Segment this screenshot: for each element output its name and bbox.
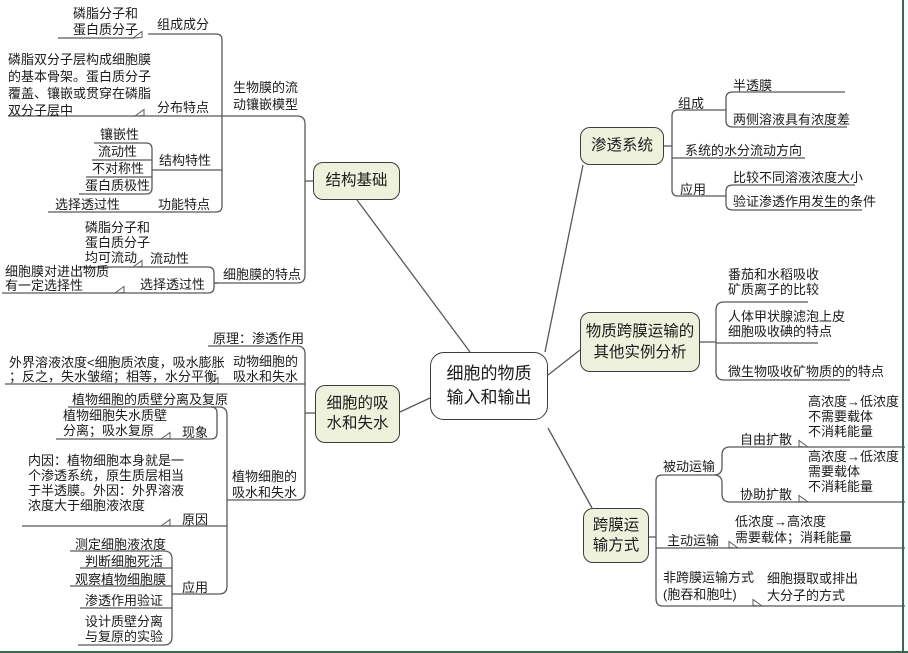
topic-selectivity-label[interactable]: 选择透过性 [140, 277, 206, 292]
leaf-plasmolysis-reason[interactable]: 内因：植物细胞本身就是一 个渗透系统，原生质层相当 于半透膜。外因：外界溶液 浓… [28, 453, 185, 513]
leaf-semipermeable-membrane[interactable]: 半透膜 [733, 78, 773, 93]
topic-water-flow-direction[interactable]: 系统的水分流动方向 [685, 143, 803, 158]
leaf-phospholipid-protein[interactable]: 磷脂分子和 蛋白质分子 [73, 6, 139, 37]
junction-arrow-icons [113, 30, 810, 607]
leaf-verify-osmosis-conditions[interactable]: 验证渗透作用发生的条件 [733, 194, 877, 209]
topic-animal-cell-water[interactable]: 动物细胞的 吸水和失水 [233, 354, 299, 384]
leaf-design-experiment[interactable]: 设计质壁分离 与复原的实验 [85, 614, 164, 644]
leaf-measure-sap-concentration[interactable]: 测定细胞液浓度 [75, 537, 167, 552]
topic-phenomenon-label[interactable]: 现象 [182, 425, 209, 440]
page-border-right [902, 0, 904, 653]
leaf-thyroid-iodine[interactable]: 人体甲状腺滤泡上皮 细胞吸收碘的特点 [728, 309, 846, 339]
leaf-compare-concentrations[interactable]: 比较不同溶液浓度大小 [733, 170, 864, 185]
central-topic[interactable]: 细胞的物质 输入和输出 [430, 352, 548, 420]
leaf-selective-permeability[interactable]: 选择透过性 [55, 197, 121, 212]
topic-facilitated-diffusion[interactable]: 协助扩散 [740, 487, 793, 502]
leaf-facilitated-diffusion-traits[interactable]: 高浓度→低浓度 需要载体 不消耗能量 [808, 449, 900, 494]
branch-transport-modes[interactable]: 跨膜运 输方式 [583, 508, 649, 563]
leaf-protein-polarity[interactable]: 蛋白质极性 [85, 178, 151, 193]
branch-water-absorption[interactable]: 细胞的吸 水和失水 [315, 385, 400, 443]
edge-center-transport [547, 427, 593, 509]
leaf-mosaic-property[interactable]: 镶嵌性 [100, 127, 140, 142]
leaf-free-diffusion-traits[interactable]: 高浓度→低浓度 不需要载体 不消耗能量 [808, 394, 900, 439]
topic-osmosis-composition[interactable]: 组成 [678, 96, 705, 111]
topic-fluid-mosaic-model[interactable]: 生物膜的流 动镶嵌模型 [233, 80, 299, 112]
branch-transmembrane-examples[interactable]: 物质跨膜运输的 其他实例分析 [580, 312, 700, 372]
leaf-fluid-property[interactable]: 流动性 [98, 144, 138, 159]
leaf-macromolecule-uptake[interactable]: 细胞摄取或排出 大分子的方式 [767, 571, 859, 603]
topic-osmosis-application[interactable]: 应用 [680, 182, 707, 197]
topic-composition-label[interactable]: 组成成分 [157, 17, 210, 32]
topic-plant-application-label[interactable]: 应用 [182, 580, 209, 595]
leaf-membrane-selectivity[interactable]: 细胞膜对进出物质 有一定选择性 [5, 264, 110, 293]
topic-non-membrane-transport[interactable]: 非跨膜运输方式 (胞吞和胞吐) [663, 570, 755, 602]
leaf-microbe-minerals[interactable]: 微生物吸收矿物质的的特点 [728, 364, 885, 379]
topic-plasmolysis-recovery[interactable]: 植物细胞的质壁分离及复原 [72, 392, 229, 407]
topic-plant-cell-water[interactable]: 植物细胞的 吸水和失水 [232, 469, 298, 500]
leaf-active-transport-traits[interactable]: 低浓度→高浓度 需要载体；消耗能量 [735, 514, 853, 545]
edge-center-water [399, 397, 431, 413]
topic-structural-traits-label[interactable]: 结构特性 [159, 153, 212, 168]
leaf-judge-cell-alive[interactable]: 判断细胞死活 [85, 554, 164, 569]
leaf-verify-osmosis[interactable]: 渗透作用验证 [85, 593, 164, 608]
leaf-plasmolysis-phenomenon[interactable]: 植物细胞失水质壁 分离；吸水复原 [63, 408, 168, 438]
leaf-molecules-can-flow[interactable]: 磷脂分子和 蛋白质分子 均可流动 [85, 220, 151, 265]
edge-center-examples [547, 349, 581, 376]
topic-passive-transport[interactable]: 被动运输 [663, 459, 716, 474]
leaf-asymmetry-property[interactable]: 不对称性 [92, 161, 145, 176]
topic-membrane-traits[interactable]: 细胞膜的特点 [223, 267, 302, 282]
topic-reason-label[interactable]: 原因 [182, 512, 209, 527]
leaf-tomato-rice-comparison[interactable]: 番茄和水稻吸收 矿质离子的比较 [728, 267, 820, 297]
page-border-bottom [0, 651, 908, 653]
topic-functional-traits-label[interactable]: 功能特点 [158, 197, 211, 212]
edge-center-osmosis [544, 164, 584, 353]
leaf-concentration-difference[interactable]: 两侧溶液具有浓度差 [733, 112, 851, 127]
branch-structure-basis[interactable]: 结构基础 [313, 162, 400, 200]
edge-center-structure [356, 199, 471, 353]
leaf-bilayer-description[interactable]: 磷脂双分子层构成细胞膜 的基本骨架。蛋白质分子 覆盖、镶嵌或贯穿在磷脂 双分子层… [8, 52, 152, 118]
topic-osmosis-principle[interactable]: 原理：渗透作用 [213, 331, 305, 346]
topic-fluidity-label[interactable]: 流动性 [150, 251, 190, 266]
topic-free-diffusion[interactable]: 自由扩散 [740, 432, 793, 447]
leaf-animal-cell-rule[interactable]: 外界溶液浓度<细胞质浓度，吸水膨胀 ；反之，失水皱缩；相等，水分平衡 [9, 355, 225, 384]
topic-active-transport[interactable]: 主动运输 [667, 533, 720, 548]
topic-distribution-label[interactable]: 分布特点 [157, 100, 210, 115]
branch-osmosis-system[interactable]: 渗透系统 [580, 127, 664, 165]
leaf-observe-cell-membrane[interactable]: 观察植物细胞膜 [75, 572, 167, 587]
